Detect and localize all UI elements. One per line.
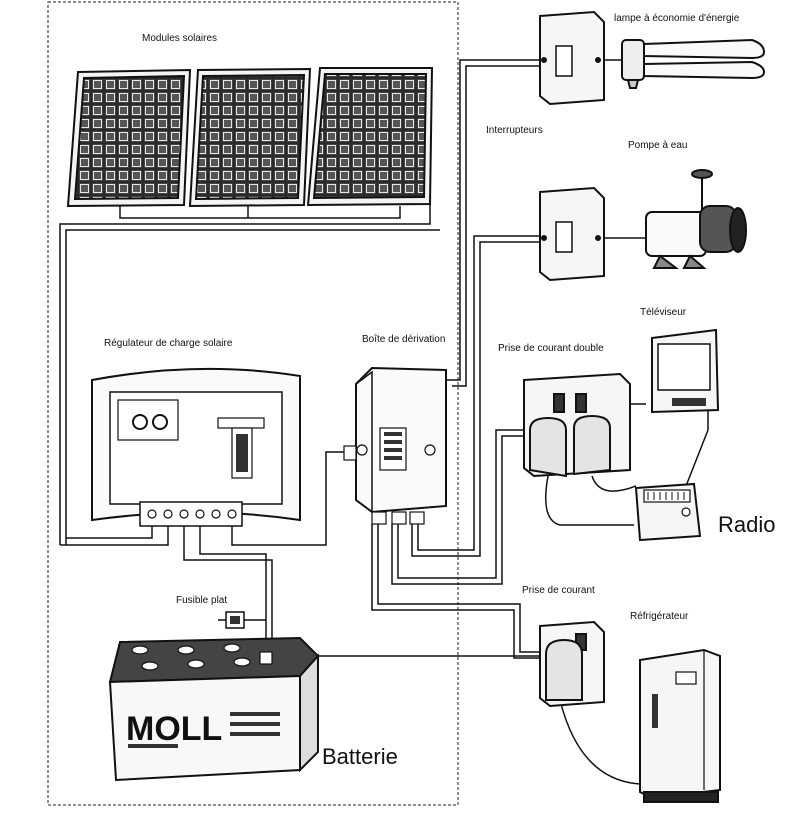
panel-wiring: [59, 205, 440, 545]
appliance-cables: [545, 403, 646, 785]
label-outlet: Prise de courant: [522, 585, 595, 596]
solar-panels: [66, 67, 434, 208]
label-fuse: Fusible plat: [176, 595, 227, 606]
battery: [108, 636, 320, 782]
label-charge-regulator: Régulateur de charge solaire: [104, 338, 233, 349]
label-junction-box: Boîte de dérivation: [362, 334, 445, 345]
label-tv: Téléviseur: [640, 307, 687, 318]
indoor-boundary: [47, 1, 459, 806]
label-battery: Batterie: [322, 744, 398, 769]
fuse: [218, 611, 266, 629]
single-outlet: [539, 620, 605, 708]
label-lamp: lampe à économie d'énergie: [614, 13, 740, 24]
refrigerator: [639, 648, 721, 803]
load-wiring: [371, 59, 540, 659]
television: [651, 328, 720, 487]
charge-regulator: [91, 367, 301, 527]
battery-brand: MOLL: [126, 710, 222, 748]
regulator-wiring: [60, 451, 346, 640]
label-switches: Interrupteurs: [486, 125, 543, 136]
switch-1: [539, 10, 605, 106]
switch-2: [539, 186, 605, 282]
label-pump: Pompe à eau: [628, 140, 688, 151]
switch-wiring: [604, 59, 646, 239]
energy-saving-lamp: [621, 38, 766, 89]
label-radio: Radio: [718, 512, 775, 537]
radio: [634, 482, 702, 542]
double-outlet: [523, 372, 631, 478]
label-double-outlet: Prise de courant double: [498, 343, 604, 354]
water-pump: [645, 169, 747, 269]
junction-box: [343, 366, 447, 525]
label-fridge: Réfrigérateur: [630, 611, 689, 622]
label-solar-modules: Modules solaires: [142, 33, 217, 44]
